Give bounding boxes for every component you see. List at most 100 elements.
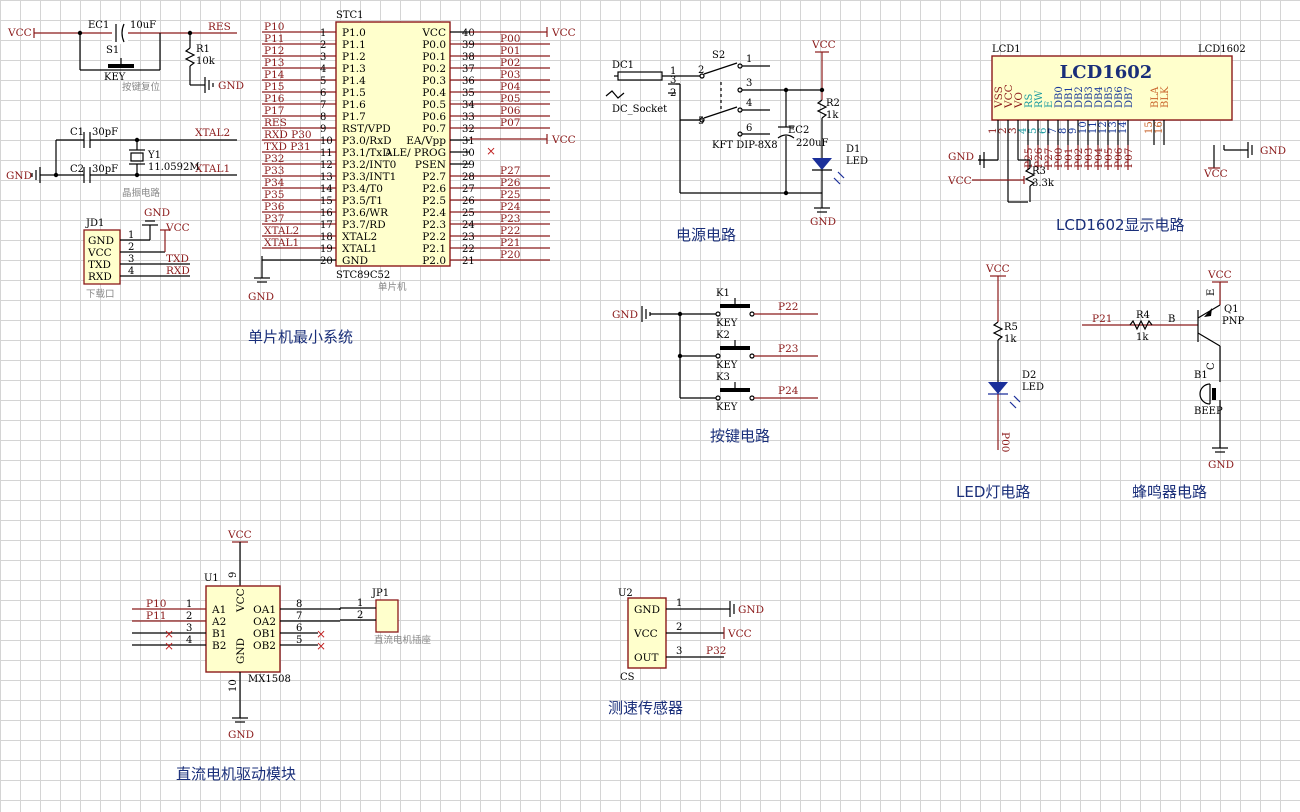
vcc-label: VCC: [551, 134, 576, 146]
gnd-label: GND: [218, 80, 244, 92]
mcu-left-net: P37: [264, 213, 284, 225]
mcu-left-pin-name: P1.1: [342, 39, 366, 51]
led-circuit: VCC R5 1k D2 LED P00: [985, 263, 1044, 452]
key-designator: K2: [716, 330, 730, 341]
s2-designator: S2: [712, 50, 725, 61]
lcd-pin-num: 11: [1088, 121, 1099, 134]
mcu-left-pin-num: 9: [320, 124, 326, 135]
c2-value: 30pF: [92, 164, 118, 175]
r5-designator: R5: [1004, 322, 1018, 333]
jd1-pin-1-num: 1: [128, 230, 134, 241]
download-port: JD1 GND VCC TXD RXD 1 2 3 4 GND VCC TXD …: [83, 207, 190, 300]
d2-value: LED: [1022, 382, 1044, 393]
mcu-right-pin-name: P2.7: [422, 171, 446, 183]
mcu-right-pin-num: 30: [462, 148, 475, 159]
lcd-pin-net: P02: [1073, 148, 1085, 168]
lcd-pin-num: 15: [1144, 121, 1155, 134]
xtal2-label: XTAL2: [195, 127, 230, 139]
stc-designator: STC1: [336, 10, 364, 21]
mcu-right-pin-num: 23: [462, 232, 475, 243]
lcd-pin-name: RS: [1024, 93, 1035, 108]
u1-right-pin-num: 8: [296, 599, 302, 610]
c1-designator: C1: [70, 127, 84, 138]
mcu-right-pin-num: 40: [462, 28, 475, 39]
no-connect-mark: ×: [316, 639, 326, 653]
mcu-right-net: P20: [500, 249, 520, 261]
ec2-value: 220uF: [796, 138, 829, 149]
stc-part: STC89C52: [336, 270, 390, 281]
lcd-pin-num: 3: [1007, 127, 1019, 134]
mcu-right-pin-name: VCC: [421, 27, 446, 39]
lcd-pin-net: P03: [1083, 148, 1095, 168]
mcu-left-pin-name: P1.5: [342, 87, 366, 99]
mcu-right-pin-num: 32: [462, 124, 475, 135]
mcu-right-net: P01: [500, 45, 520, 57]
mcu-left-pin-num: 5: [320, 76, 326, 87]
keys-caption: 按键电路: [710, 427, 770, 445]
no-connect-mark: ×: [164, 639, 174, 653]
mcu-right-net: P21: [500, 237, 520, 249]
mcu-left-net: P15: [264, 81, 284, 93]
vcc-label: VCC: [551, 27, 576, 39]
lcd-pin-num: 5: [1028, 128, 1039, 134]
key-net: P24: [778, 385, 799, 397]
mcu-right-net: P25: [500, 189, 520, 201]
jp1-pin-2: 2: [357, 610, 363, 621]
mcu-left-pin-name: P3.0/RxD: [342, 135, 392, 147]
lcd-pin-name: DB2: [1074, 86, 1085, 108]
mcu-right-pin-name: P0.3: [422, 75, 446, 87]
xtal1-label: XTAL1: [195, 163, 230, 175]
jd1-pin-2-num: 2: [128, 242, 134, 253]
mcu-left-pin-num: 6: [320, 88, 326, 99]
mcu-left-net: P32: [264, 153, 284, 165]
power-caption: 电源电路: [676, 226, 736, 244]
mcu-left-pin-name: P3.2/INT0: [342, 159, 396, 171]
vcc-label: VCC: [227, 529, 252, 541]
u2-pin-gnd: GND: [634, 604, 660, 616]
mcu-right-net: P04: [500, 81, 521, 93]
s2-pin-5: 5: [698, 116, 704, 127]
s1-value: KEY: [104, 72, 126, 83]
vcc-label: VCC: [947, 175, 972, 187]
mcu-left-pin-num: 4: [320, 64, 326, 75]
mcu-left-pin-num: 8: [320, 112, 326, 123]
d2-designator: D2: [1022, 370, 1036, 381]
mcu-right-pin-name: P0.7: [422, 123, 446, 135]
q1-value: PNP: [1222, 316, 1244, 327]
mcu-right-pin-name: P2.2: [422, 231, 446, 243]
gnd-label: GND: [1260, 145, 1286, 157]
dc1-designator: DC1: [612, 60, 634, 71]
mcu-right-pin-num: 31: [462, 136, 475, 147]
lcd-pin-name: DB4: [1094, 86, 1105, 108]
u1-left-pin-name: A1: [211, 604, 226, 616]
c1-value: 30pF: [92, 127, 118, 138]
u2-pin-2: 2: [676, 622, 682, 633]
mcu-right-pin-name: P2.3: [422, 219, 446, 231]
mcu-left-pin-name: XTAL1: [342, 243, 377, 255]
b1-designator: B1: [1194, 370, 1208, 381]
mcu-right-pin-name: P0.2: [422, 63, 446, 75]
mcu-left-pin-num: 3: [320, 52, 326, 63]
s2-pin-4: 4: [746, 98, 752, 109]
no-connect-mark: ×: [486, 144, 496, 158]
q1-pin-b: B: [1168, 314, 1175, 325]
y1-designator: Y1: [147, 150, 161, 161]
mcu-right-pin-num: 21: [462, 256, 475, 267]
r3-designator: R3: [1032, 166, 1046, 177]
lcd-pin-num: 7: [1048, 128, 1059, 134]
jd1-designator: JD1: [85, 218, 104, 229]
u1-right-pin-name: OB2: [253, 640, 276, 652]
mcu-left-pin-name: RST/VPD: [342, 123, 391, 135]
gnd-label: GND: [228, 729, 254, 741]
mcu-left-pin-num: 10: [320, 136, 333, 147]
res-label: RES: [208, 21, 231, 33]
mcu-left-net: P35: [264, 189, 284, 201]
mcu-caption: 单片机最小系统: [248, 328, 353, 346]
key-designator: K3: [716, 372, 730, 383]
mcu-right-pin-num: 38: [462, 52, 475, 63]
mcu-left-pin-num: 13: [320, 172, 333, 183]
r4-value: 1k: [1136, 332, 1149, 343]
d1-designator: D1: [846, 144, 860, 155]
